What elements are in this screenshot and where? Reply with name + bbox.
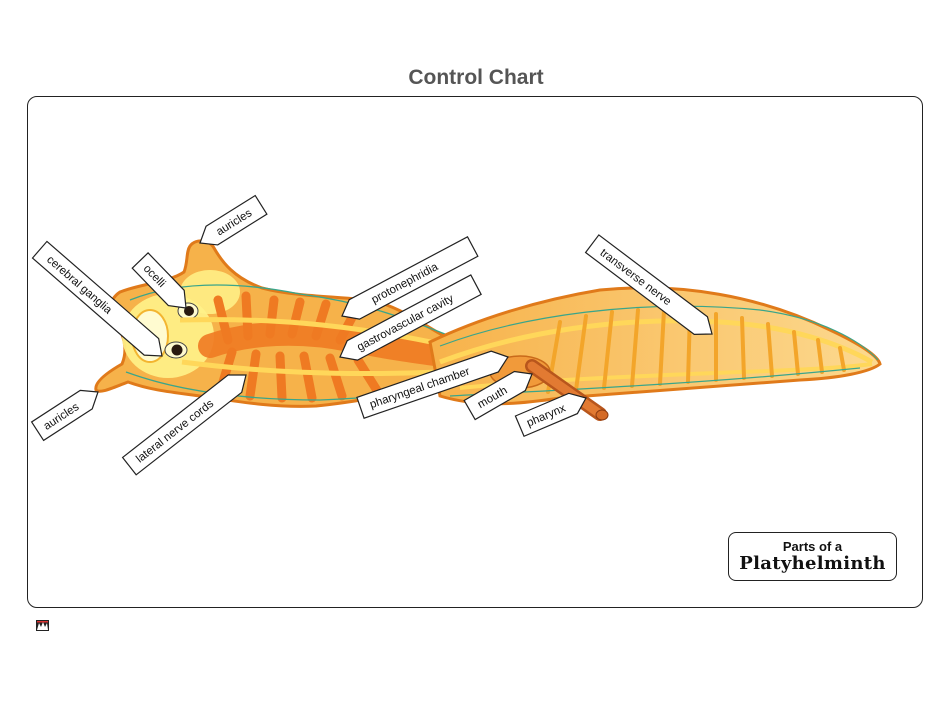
caption-box: Parts of a Platyhelminth <box>728 532 897 581</box>
label-text-cerebral-ganglia: cerebral ganglia <box>44 254 114 317</box>
label-auricles-top: auricles <box>199 194 268 246</box>
label-ocelli: ocelli <box>131 252 187 309</box>
label-text-lateral-nerve-cords: lateral nerve cords <box>134 398 216 466</box>
label-auricles-bottom: auricles <box>30 389 99 442</box>
page-title: Control Chart <box>408 66 544 89</box>
caption-line-2: Platyhelminth <box>739 553 886 574</box>
caption-line-1: Parts of a <box>782 539 843 554</box>
publisher-logo-icon <box>36 620 49 631</box>
